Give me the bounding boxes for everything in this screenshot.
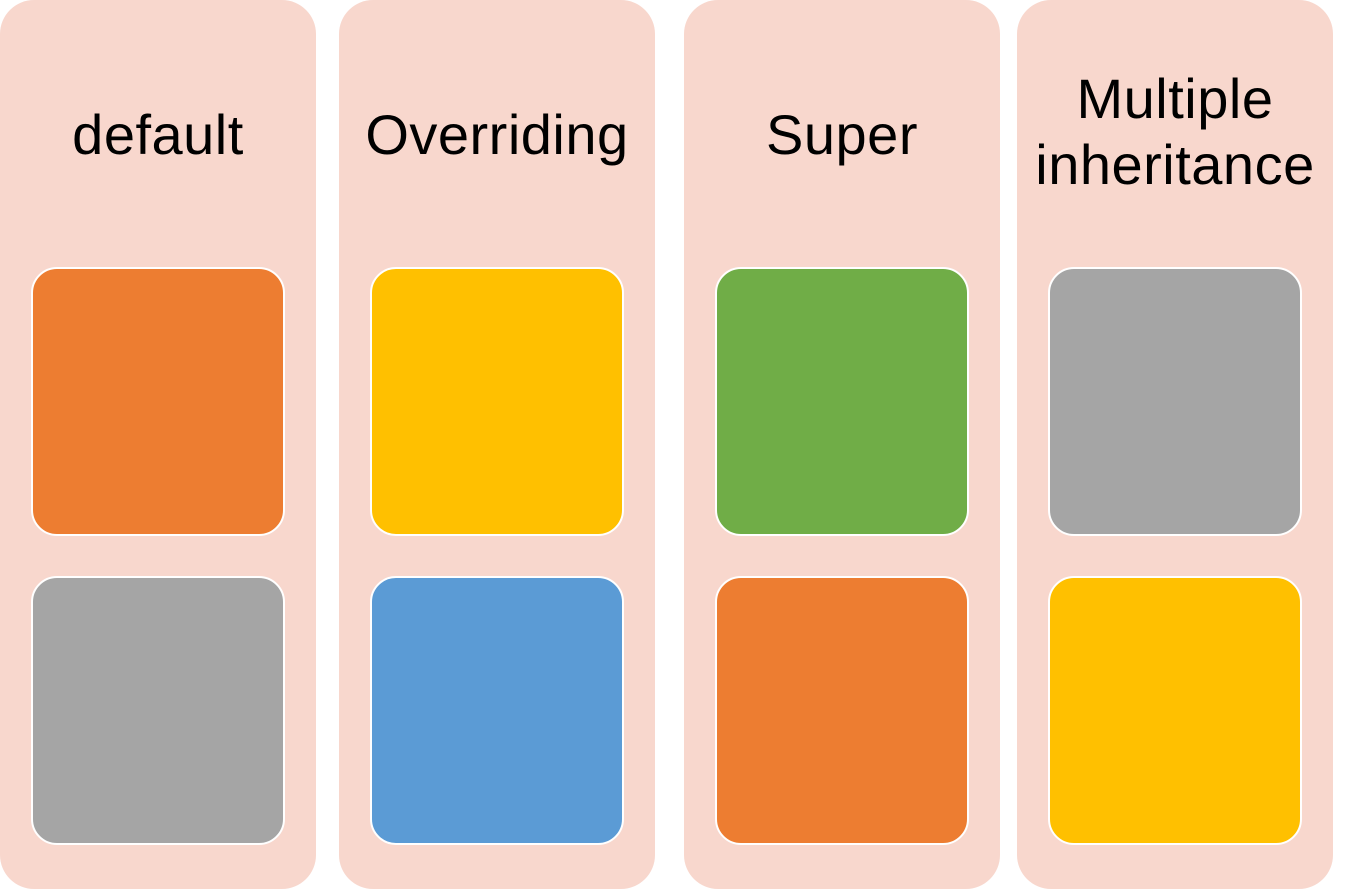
card-block xyxy=(370,267,624,536)
column-title: Super xyxy=(684,60,1000,210)
card-block xyxy=(1048,576,1302,845)
card-block xyxy=(1048,267,1302,536)
column-title-text: default xyxy=(72,103,244,166)
column-title: Multiple inheritance xyxy=(1017,66,1333,200)
column-super: Super xyxy=(684,0,1000,889)
column-multiple-inheritance: Multiple inheritance xyxy=(1017,0,1333,889)
column-default: default xyxy=(0,0,316,889)
column-title: default xyxy=(0,60,316,210)
column-title-text: Multiple inheritance xyxy=(1035,67,1315,196)
column-title-text: Overriding xyxy=(365,103,629,166)
card-block xyxy=(370,576,624,845)
card-block xyxy=(715,267,969,536)
card-block xyxy=(715,576,969,845)
column-title-text: Super xyxy=(766,103,918,166)
card-block xyxy=(31,576,285,845)
card-block xyxy=(31,267,285,536)
column-title: Overriding xyxy=(339,60,655,210)
column-overriding: Overriding xyxy=(339,0,655,889)
